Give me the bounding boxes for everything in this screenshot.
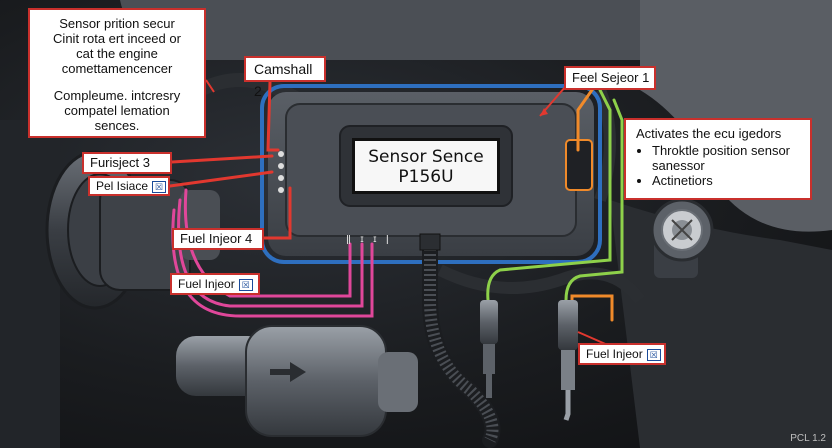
- label-fuel-injector-lower-text: Fuel Injeor: [178, 277, 235, 291]
- callout-paragraph-2: Compleume. intcresry compatel lemation s…: [38, 88, 196, 133]
- wire-red-pelisiace: [168, 170, 274, 188]
- callout-ecu-item: Actinetiors: [652, 173, 800, 188]
- label-pel-isiace-text: Pel Isiace: [96, 179, 149, 193]
- callout-ecu-list: Throktle position sensor sanessor Actine…: [636, 143, 800, 188]
- callout-line: cat the engine: [76, 46, 158, 61]
- label-camshaft: Camshall 2: [244, 56, 326, 99]
- callout-ecu-item: Throktle position sensor sanessor: [652, 143, 800, 173]
- label-fuel-injector-right-text: Fuel Injeor: [586, 347, 643, 361]
- callout-line: compatel lemation: [64, 103, 170, 118]
- sensor-ring: [650, 198, 714, 278]
- label-badge-icon: ☒: [152, 180, 167, 193]
- label-fuel-injector-4: Fuel Injeor 4: [172, 228, 264, 250]
- callout-line: Compleume. intcresry: [53, 88, 181, 103]
- ecu-display-line1: Sensor Sence: [368, 147, 484, 167]
- corner-version-label: PCL 1.2: [790, 433, 826, 444]
- callout-line: Sensor prition secur: [59, 16, 175, 31]
- ecu-display-line2: P156U: [398, 167, 454, 187]
- wire-green-2: [564, 98, 624, 302]
- wiring-harness: [168, 80, 624, 322]
- label-camshaft-text: Camshall 2: [254, 61, 313, 99]
- label-fuel-injector-lower: Fuel Injeor☒: [170, 273, 260, 295]
- engine-cover-top: [120, 0, 700, 60]
- fuel-injector-part: [558, 300, 578, 421]
- corrugated-cable-ridges: [424, 244, 499, 443]
- callout-line: comettamencencer: [61, 61, 173, 76]
- ecu-connector: [419, 233, 441, 251]
- wire-red-fuel4: [262, 186, 292, 240]
- ecu-pin-labels: ǁ ɪ ɪ ǀ: [346, 234, 392, 245]
- pointer-top-left: [205, 79, 215, 93]
- label-furisject-3: Furisject 3: [82, 152, 172, 174]
- label-badge-icon: ☒: [646, 348, 661, 361]
- throttle-body: [45, 150, 220, 310]
- pointer-fuel1-head: [540, 108, 548, 116]
- wire-red-camshaft: [266, 80, 280, 152]
- label-fuel-injector-right: Fuel Injeor☒: [578, 343, 666, 365]
- wire-red-furisject: [170, 154, 274, 164]
- callout-sensor-description: Sensor prition secur Cinit rota ert ince…: [28, 8, 206, 138]
- engine-block-left: [0, 120, 60, 448]
- fuel-injector-part: [480, 300, 498, 398]
- ecu-display: Sensor Sence P156U: [352, 138, 500, 194]
- label-furisject-3-text: Furisject 3: [90, 155, 150, 170]
- fuel-pump-part: [176, 325, 418, 437]
- label-fuel-sejeor-1: Feel Sejeor 1: [564, 66, 656, 90]
- engine-block-right: [610, 200, 832, 448]
- wire-pink-1: [183, 188, 352, 298]
- wire-green-1: [486, 88, 612, 302]
- label-fuel-injector-4-text: Fuel Injeor 4: [180, 231, 253, 246]
- wire-orange-1: [576, 88, 594, 152]
- background-hose: [437, 264, 645, 304]
- callout-ecu-heading: Activates the ecu igedors: [636, 126, 782, 141]
- label-fuel-sejeor-1-text: Feel Sejeor 1: [572, 70, 650, 85]
- callout-line: sences.: [94, 118, 140, 133]
- label-badge-icon: ☒: [238, 278, 253, 291]
- callout-ecu-function: Activates the ecu igedors Throktle posit…: [624, 118, 812, 200]
- label-pel-isiace: Pel Isiace☒: [88, 176, 170, 196]
- wire-orange-2: [570, 294, 614, 322]
- callout-line: Cinit rota ert inceed or: [53, 31, 181, 46]
